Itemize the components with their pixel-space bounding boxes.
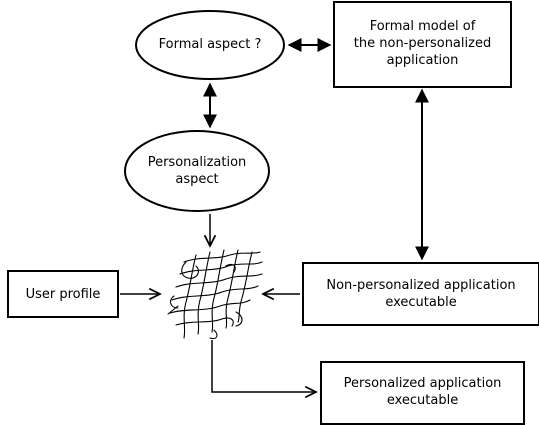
formal-aspect-node: [135, 10, 285, 80]
personalized-exec-line-2: executable: [386, 393, 459, 408]
personalization-aspect-node: [124, 130, 270, 212]
personalization-aspect-line-1: Personalization: [147, 155, 247, 170]
user-profile-line: User profile: [25, 287, 101, 302]
non-personalized-exec-node: [302, 262, 539, 326]
personalization-aspect-label: Personalization aspect: [125, 154, 269, 188]
personalization-aspect-line-2: aspect: [175, 172, 219, 187]
arrow-weaver-personalized: [211, 340, 316, 392]
formal-model-line-2: the non-personalized: [353, 36, 492, 51]
formal-model-label: Formal model of the non-personalized app…: [334, 18, 511, 69]
non-personalized-exec-label: Non-personalized application executable: [303, 277, 539, 311]
woven-mesh-icon: [167, 249, 263, 340]
formal-model-line-3: application: [386, 53, 459, 68]
non-personalized-exec-line-1: Non-personalized application: [326, 278, 516, 293]
personalized-exec-line-1: Personalized application: [343, 376, 502, 391]
user-profile-label: User profile: [8, 286, 118, 303]
formal-model-line-1: Formal model of: [369, 19, 476, 34]
user-profile-node: [7, 270, 119, 318]
formal-model-node: [333, 1, 512, 88]
personalized-exec-label: Personalized application executable: [321, 375, 524, 409]
non-personalized-exec-line-2: executable: [385, 295, 457, 310]
formal-aspect-label: Formal aspect ?: [136, 36, 284, 53]
personalized-exec-node: [320, 361, 525, 425]
formal-aspect-line: Formal aspect ?: [158, 37, 262, 52]
